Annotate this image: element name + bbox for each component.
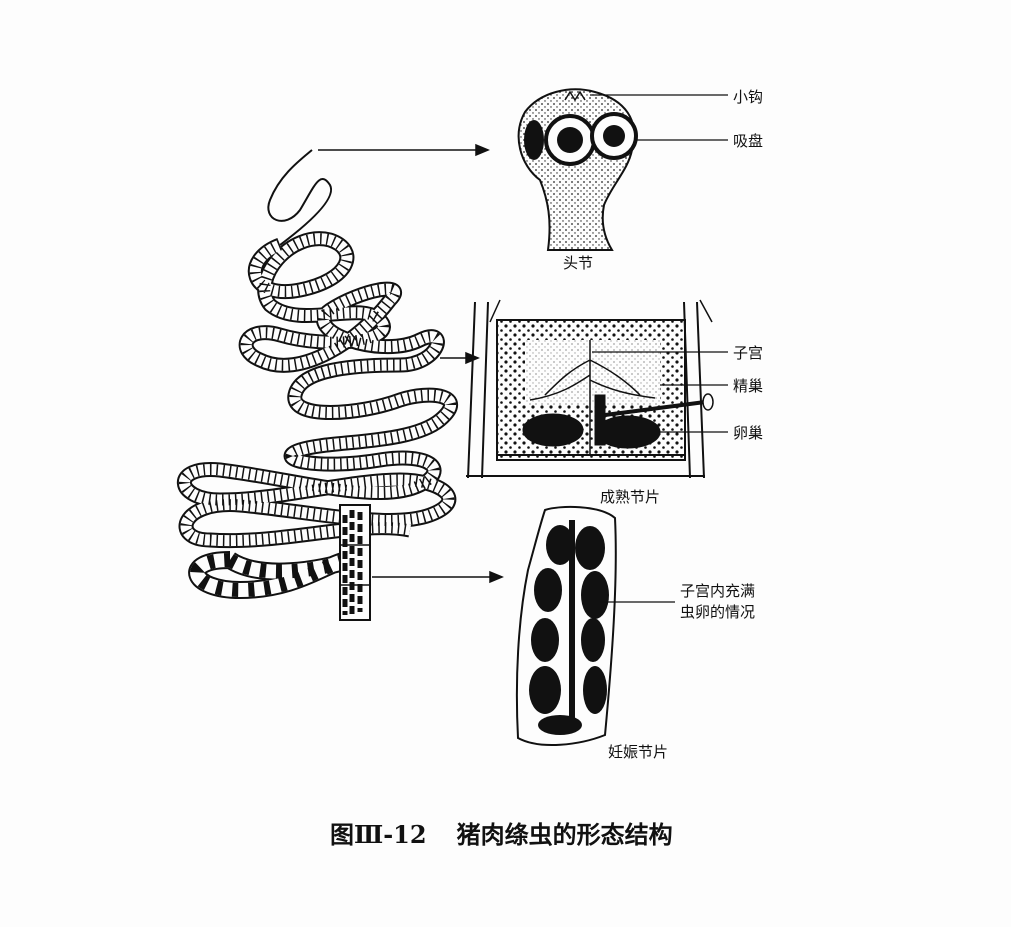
label-gravid-proglottid: 妊娠节片 xyxy=(608,743,669,761)
pointer-arrows xyxy=(318,143,504,584)
label-uterus: 子宫 xyxy=(733,344,764,362)
mature-proglottid-drawing xyxy=(466,299,728,479)
label-testes: 精巢 xyxy=(733,377,764,395)
caption-title: 猪肉绦虫的形态结构 xyxy=(456,820,673,849)
gravid-proglottid-drawing xyxy=(515,505,675,747)
label-mature-proglottid: 成熟节片 xyxy=(600,488,661,506)
caption-number: 图Ⅲ-12 xyxy=(330,820,427,849)
label-scolex: 头节 xyxy=(563,254,594,272)
scolex-drawing xyxy=(517,88,728,251)
label-gravid-uterus-line2: 虫卵的情况 xyxy=(680,603,756,621)
figure-caption: 图Ⅲ-12 猪肉绦虫的形态结构 xyxy=(330,815,703,850)
label-ovary: 卵巢 xyxy=(733,424,764,442)
label-gravid-uterus-line1: 子宫内充满 xyxy=(680,582,756,600)
label-hooks: 小钩 xyxy=(733,88,764,106)
whole-tapeworm xyxy=(176,149,458,621)
label-sucker: 吸盘 xyxy=(733,132,764,150)
